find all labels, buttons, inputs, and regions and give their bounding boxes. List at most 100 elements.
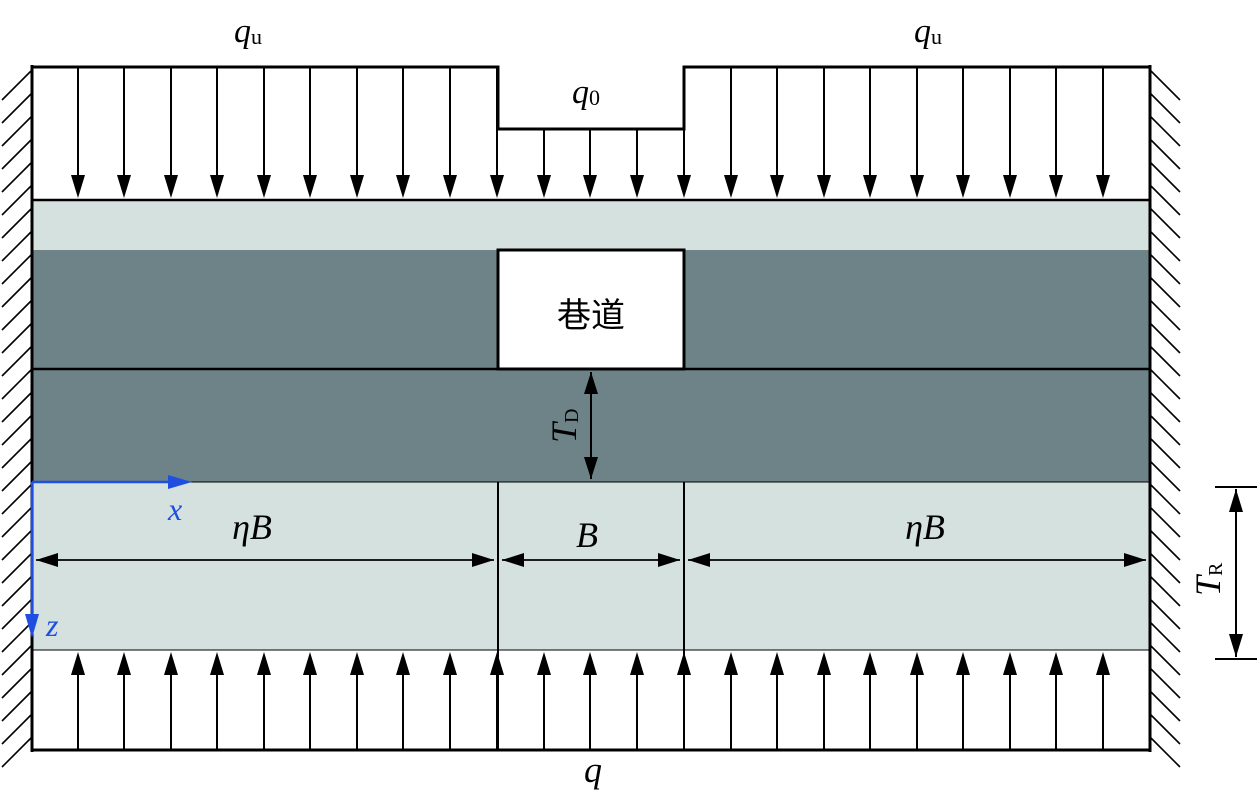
hatch-line — [1149, 92, 1181, 124]
dim-right-width-label: ηB — [905, 507, 945, 547]
hatch-line — [1, 230, 33, 262]
load-arrowhead — [164, 175, 178, 198]
roadway-label: 巷道 — [557, 296, 625, 336]
hatch-line — [1, 391, 33, 423]
load-arrowhead — [257, 652, 271, 675]
bottom-load-arrows — [71, 652, 1110, 750]
dim-mid-width — [502, 553, 680, 567]
hatch-line — [1149, 368, 1181, 400]
hatch-line — [1, 736, 33, 768]
hatch-line — [1149, 460, 1181, 492]
load-label-top-mid: q0 — [572, 74, 600, 111]
load-arrowhead — [1096, 175, 1110, 198]
hatch-line — [1, 161, 33, 193]
hatch-line — [1149, 115, 1181, 147]
load-label-bottom: q — [584, 750, 602, 790]
hatch-line — [1149, 690, 1181, 722]
load-arrowhead — [724, 652, 738, 675]
hatch-line — [1, 115, 33, 147]
hatch-line — [1, 92, 33, 124]
load-arrowhead — [817, 175, 831, 198]
load-arrowhead — [117, 175, 131, 198]
load-label-top-left: qu — [234, 13, 262, 50]
hatch-line — [1, 529, 33, 561]
load-arrowhead — [956, 652, 970, 675]
hatch-line — [1149, 184, 1181, 216]
dim-tr — [1215, 486, 1257, 660]
hatch-line — [1149, 345, 1181, 377]
load-label-top-right: qu — [914, 13, 942, 50]
hatch-line — [1, 713, 33, 745]
load-arrowhead — [537, 652, 551, 675]
load-arrowhead — [350, 175, 364, 198]
hatch-line — [1149, 621, 1181, 653]
dim-tr-label: TR — [1188, 562, 1228, 596]
hatch-line — [1, 69, 33, 101]
load-arrowhead — [71, 175, 85, 198]
load-arrowhead — [863, 652, 877, 675]
load-arrowhead — [1003, 175, 1017, 198]
z-axis-arrowhead — [25, 614, 39, 638]
roadway-box — [496, 248, 686, 371]
hatch-line — [1, 598, 33, 630]
hatch-line — [1, 621, 33, 653]
hatch-line — [1, 575, 33, 607]
hatch-line — [1, 644, 33, 676]
dim-left-width — [36, 553, 494, 567]
load-arrowhead — [303, 175, 317, 198]
hatch-line — [1149, 575, 1181, 607]
load-arrowhead — [257, 175, 271, 198]
roof-rock-layer — [32, 200, 1150, 250]
hatch-line — [1, 460, 33, 492]
hatch-line — [1149, 414, 1181, 446]
hatch-line — [1, 276, 33, 308]
load-arrowhead — [537, 175, 551, 198]
load-arrowhead — [396, 652, 410, 675]
load-arrowhead — [443, 652, 457, 675]
load-arrowhead — [583, 175, 597, 198]
load-arrowhead — [1096, 652, 1110, 675]
load-arrowhead — [910, 175, 924, 198]
hatch-line — [1149, 138, 1181, 170]
load-arrowhead — [863, 175, 877, 198]
hatch-line — [1149, 391, 1181, 423]
load-arrowhead — [210, 652, 224, 675]
load-arrowhead — [677, 175, 691, 198]
hatch-line — [1, 138, 33, 170]
hatch-line — [1149, 736, 1181, 768]
hatch-line — [1149, 483, 1181, 515]
load-arrowhead — [1003, 652, 1017, 675]
dim-td — [584, 372, 598, 479]
load-arrowhead — [910, 652, 924, 675]
hatch-line — [1149, 207, 1181, 239]
x-axis-label: x — [167, 491, 182, 527]
hatch-line — [1149, 598, 1181, 630]
hatch-line — [1149, 322, 1181, 354]
load-arrowhead — [1049, 175, 1063, 198]
load-arrowhead — [71, 652, 85, 675]
dim-mid-width-label: B — [576, 515, 598, 555]
floor-rock-layer — [32, 482, 1150, 650]
dim-td-label: TD — [544, 409, 584, 443]
load-arrowhead — [1049, 652, 1063, 675]
load-arrowhead — [490, 175, 504, 198]
hatch-line — [1, 368, 33, 400]
right-wall-hatching — [1149, 69, 1181, 768]
load-arrowhead — [443, 175, 457, 198]
load-arrowhead — [350, 652, 364, 675]
hatch-line — [1, 414, 33, 446]
hatch-line — [1, 345, 33, 377]
load-arrowhead — [490, 652, 504, 675]
load-arrowhead — [817, 652, 831, 675]
load-arrowhead — [770, 652, 784, 675]
hatch-line — [1149, 506, 1181, 538]
hatch-line — [1149, 667, 1181, 699]
left-wall-hatching — [1, 69, 33, 768]
hatch-line — [1149, 253, 1181, 285]
hatch-line — [1149, 69, 1181, 101]
hatch-line — [1, 506, 33, 538]
dim-right-width — [688, 553, 1146, 567]
load-arrowhead — [117, 652, 131, 675]
load-arrowhead — [303, 652, 317, 675]
